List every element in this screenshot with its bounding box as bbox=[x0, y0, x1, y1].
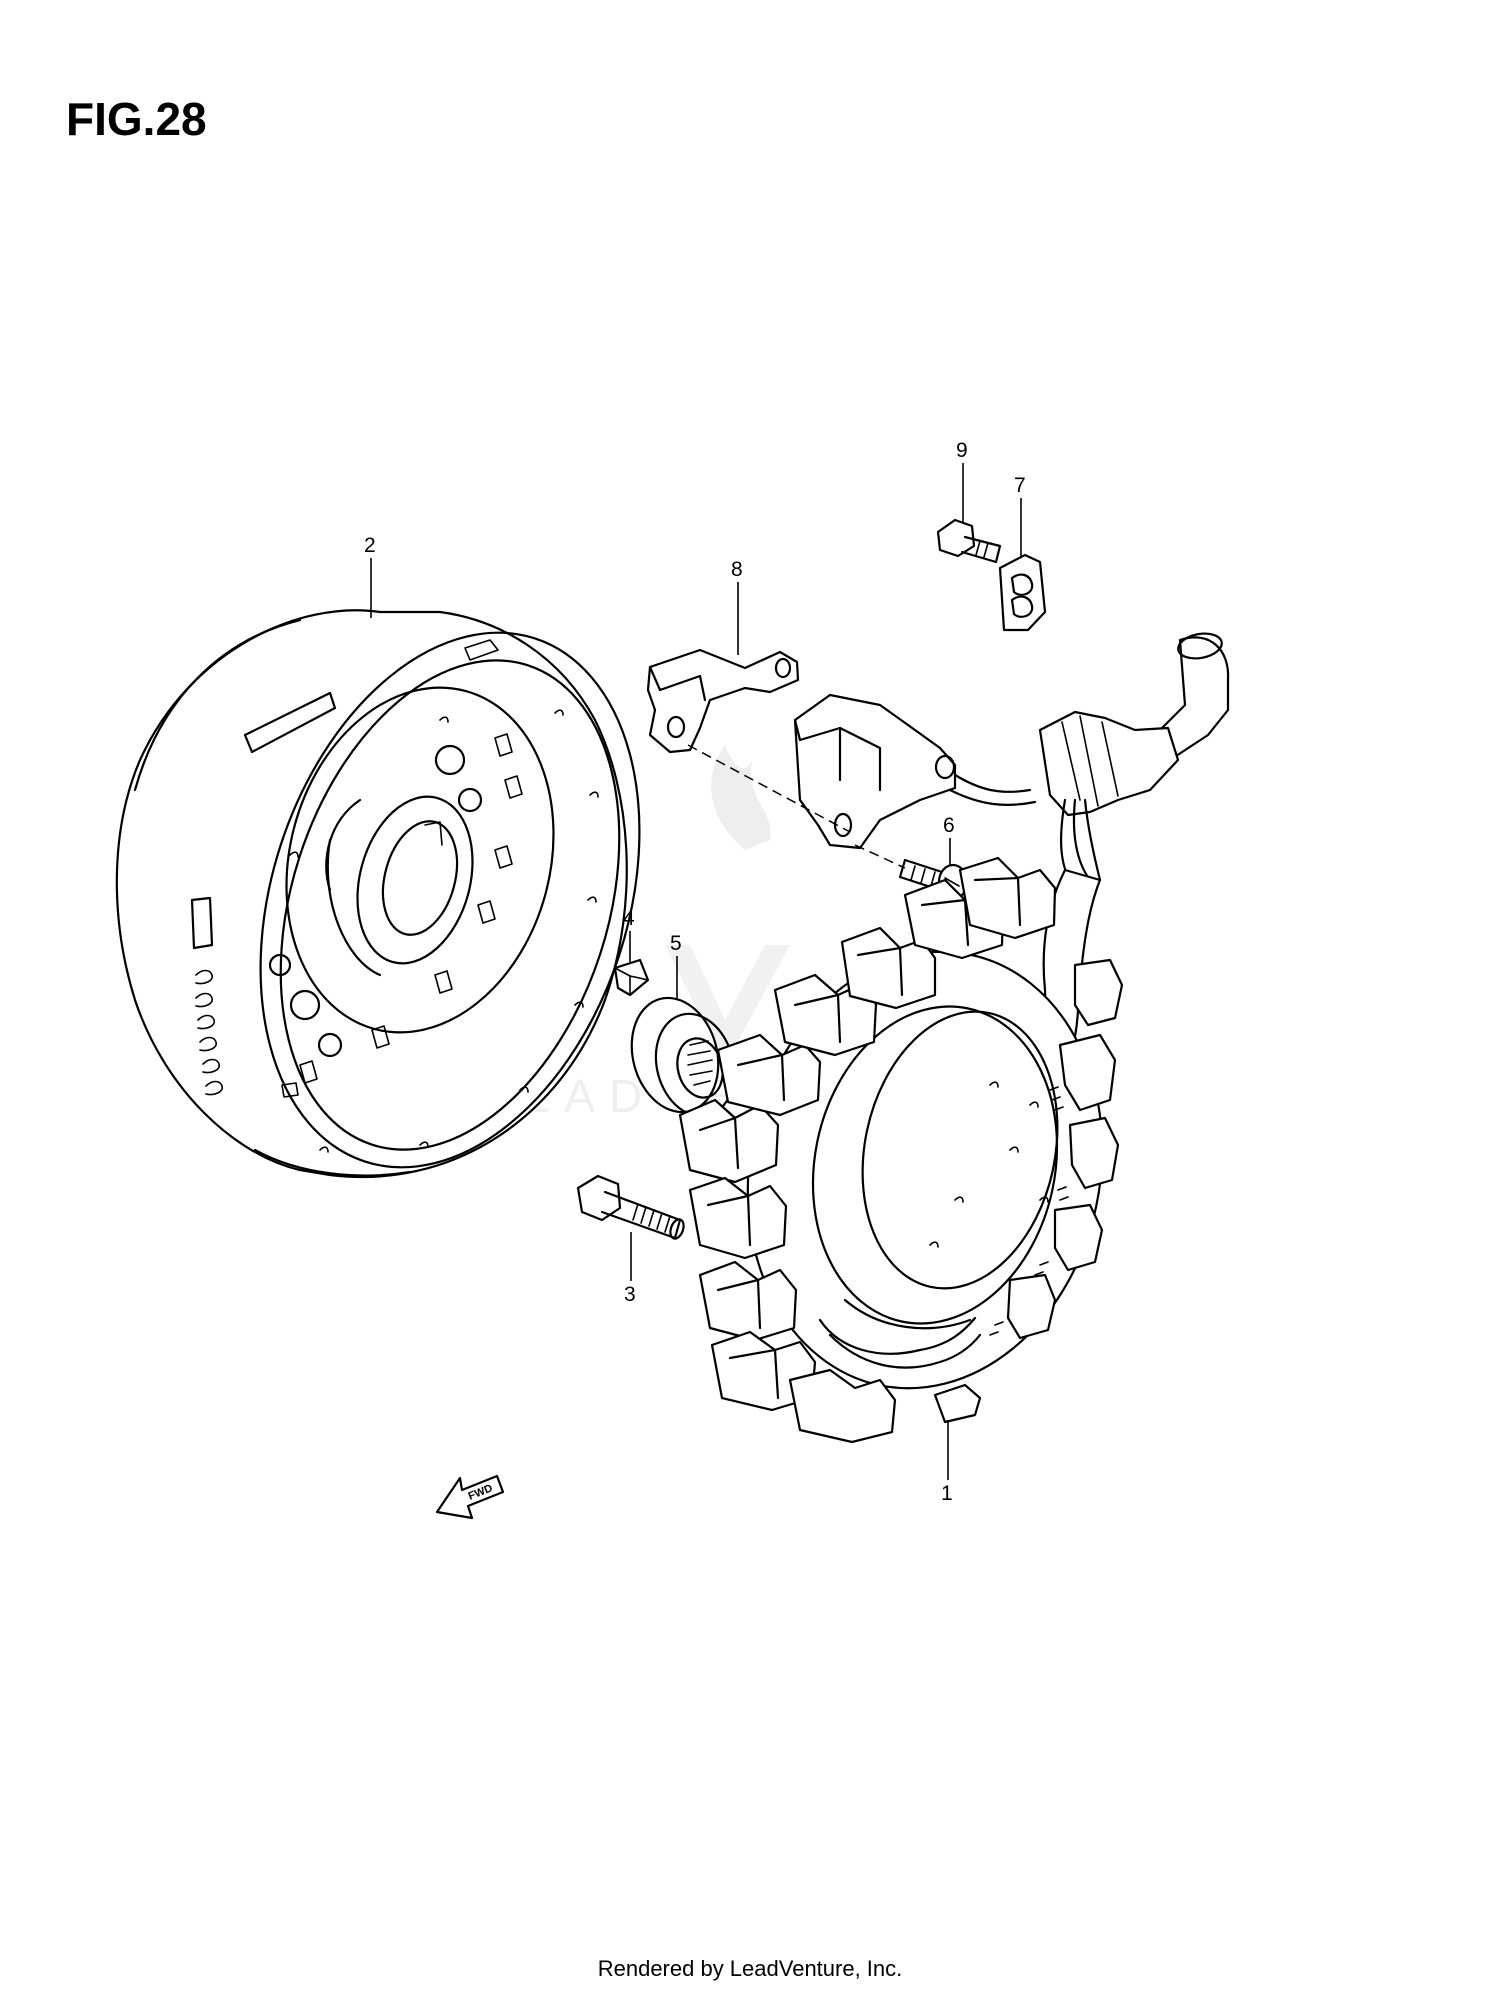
callout-2: 2 bbox=[364, 534, 376, 557]
footer-credit: Rendered by LeadVenture, Inc. bbox=[597, 1956, 903, 1981]
callout-labels: 2 8 9 7 6 4 5 3 1 bbox=[364, 439, 1026, 1505]
pickup-coil-sensor[interactable] bbox=[793, 693, 1037, 850]
callout-4: 4 bbox=[623, 907, 635, 930]
callout-5: 5 bbox=[670, 932, 682, 955]
forward-direction-arrow: FWD bbox=[435, 1474, 505, 1520]
alignment-line-bolt-6 bbox=[854, 844, 906, 869]
part-3-bolt[interactable] bbox=[576, 1174, 686, 1240]
part-9-bolt[interactable] bbox=[936, 518, 1002, 564]
part-4-woodruff-key[interactable] bbox=[613, 958, 650, 997]
alignment-line-bracket bbox=[687, 744, 851, 833]
callout-6: 6 bbox=[943, 814, 955, 837]
callout-9: 9 bbox=[956, 439, 968, 462]
callout-1: 1 bbox=[941, 1482, 953, 1505]
part-1-stator[interactable] bbox=[678, 856, 1142, 1444]
callout-3: 3 bbox=[624, 1283, 636, 1306]
part-8-bracket[interactable] bbox=[646, 648, 800, 754]
part-7-clamp-plate[interactable] bbox=[998, 553, 1047, 632]
callout-8: 8 bbox=[731, 558, 743, 581]
part-2-flywheel-rotor[interactable] bbox=[115, 583, 704, 1216]
callout-7: 7 bbox=[1014, 474, 1026, 497]
figure-title: FIG.28 bbox=[66, 93, 207, 145]
